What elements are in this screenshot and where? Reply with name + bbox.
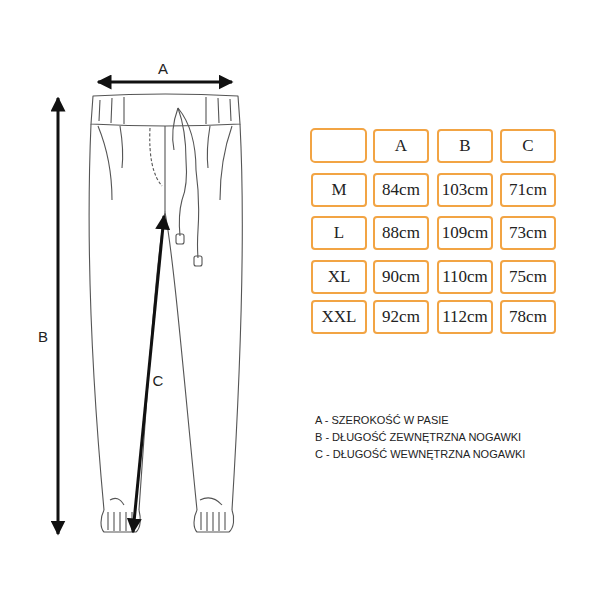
- size-table-cell: 90cm: [373, 260, 429, 294]
- size-table-cell: 78cm: [500, 300, 556, 334]
- cell-text: 75cm: [509, 267, 547, 287]
- size-table-cell: L: [311, 216, 367, 250]
- trousers-outline: [89, 94, 242, 532]
- cell-text: 88cm: [382, 223, 420, 243]
- size-table-cell: 71cm: [500, 173, 556, 207]
- cell-text: B: [459, 136, 470, 156]
- cell-text: C: [522, 136, 533, 156]
- size-table-cell: 92cm: [373, 300, 429, 334]
- cell-text: M: [331, 180, 346, 200]
- cell-text: 78cm: [509, 307, 547, 327]
- size-table-cell: B: [437, 129, 493, 163]
- cell-text: A: [395, 136, 407, 156]
- size-table-cell: XXL: [311, 300, 367, 334]
- cell-text: 71cm: [509, 180, 547, 200]
- size-table-cell: 112cm: [437, 300, 493, 334]
- size-table-cell: 84cm: [373, 173, 429, 207]
- size-table-cell: A: [373, 129, 429, 163]
- cell-text: 92cm: [382, 307, 420, 327]
- size-table-cell: 73cm: [500, 216, 556, 250]
- cell-text: XXL: [322, 307, 357, 327]
- size-table-cell: 103cm: [437, 173, 493, 207]
- size-table-cell: M: [311, 173, 367, 207]
- cell-text: 112cm: [442, 307, 488, 327]
- cell-text: 73cm: [509, 223, 547, 243]
- dimension-letter: C: [151, 372, 166, 389]
- cell-text: L: [334, 223, 344, 243]
- dimension-letter: B: [36, 328, 50, 345]
- dimension-arrows: [58, 82, 232, 534]
- size-table-cell: 110cm: [437, 260, 493, 294]
- size-table-cell: 88cm: [373, 216, 429, 250]
- cell-text: XL: [328, 267, 351, 287]
- cell-text: 103cm: [442, 180, 488, 200]
- size-table-cell: 75cm: [500, 260, 556, 294]
- size-table-cell: C: [500, 129, 556, 163]
- cell-text: 90cm: [382, 267, 420, 287]
- cell-text: 109cm: [442, 223, 488, 243]
- size-table-cell: XL: [311, 260, 367, 294]
- cell-text: 110cm: [442, 267, 488, 287]
- legend-note: B - DŁUGOŚĆ ZEWNĘTRZNA NOGAWKI: [315, 431, 521, 443]
- dimension-letter: A: [156, 60, 170, 77]
- empty-cell: [311, 129, 366, 162]
- cell-text: 84cm: [382, 180, 420, 200]
- legend-note: A - SZEROKOŚĆ W PASIE: [315, 414, 449, 426]
- size-table-cell: 109cm: [437, 216, 493, 250]
- legend-note: C - DŁUGOŚĆ WEWNĘTRZNA NOGAWKI: [315, 448, 525, 460]
